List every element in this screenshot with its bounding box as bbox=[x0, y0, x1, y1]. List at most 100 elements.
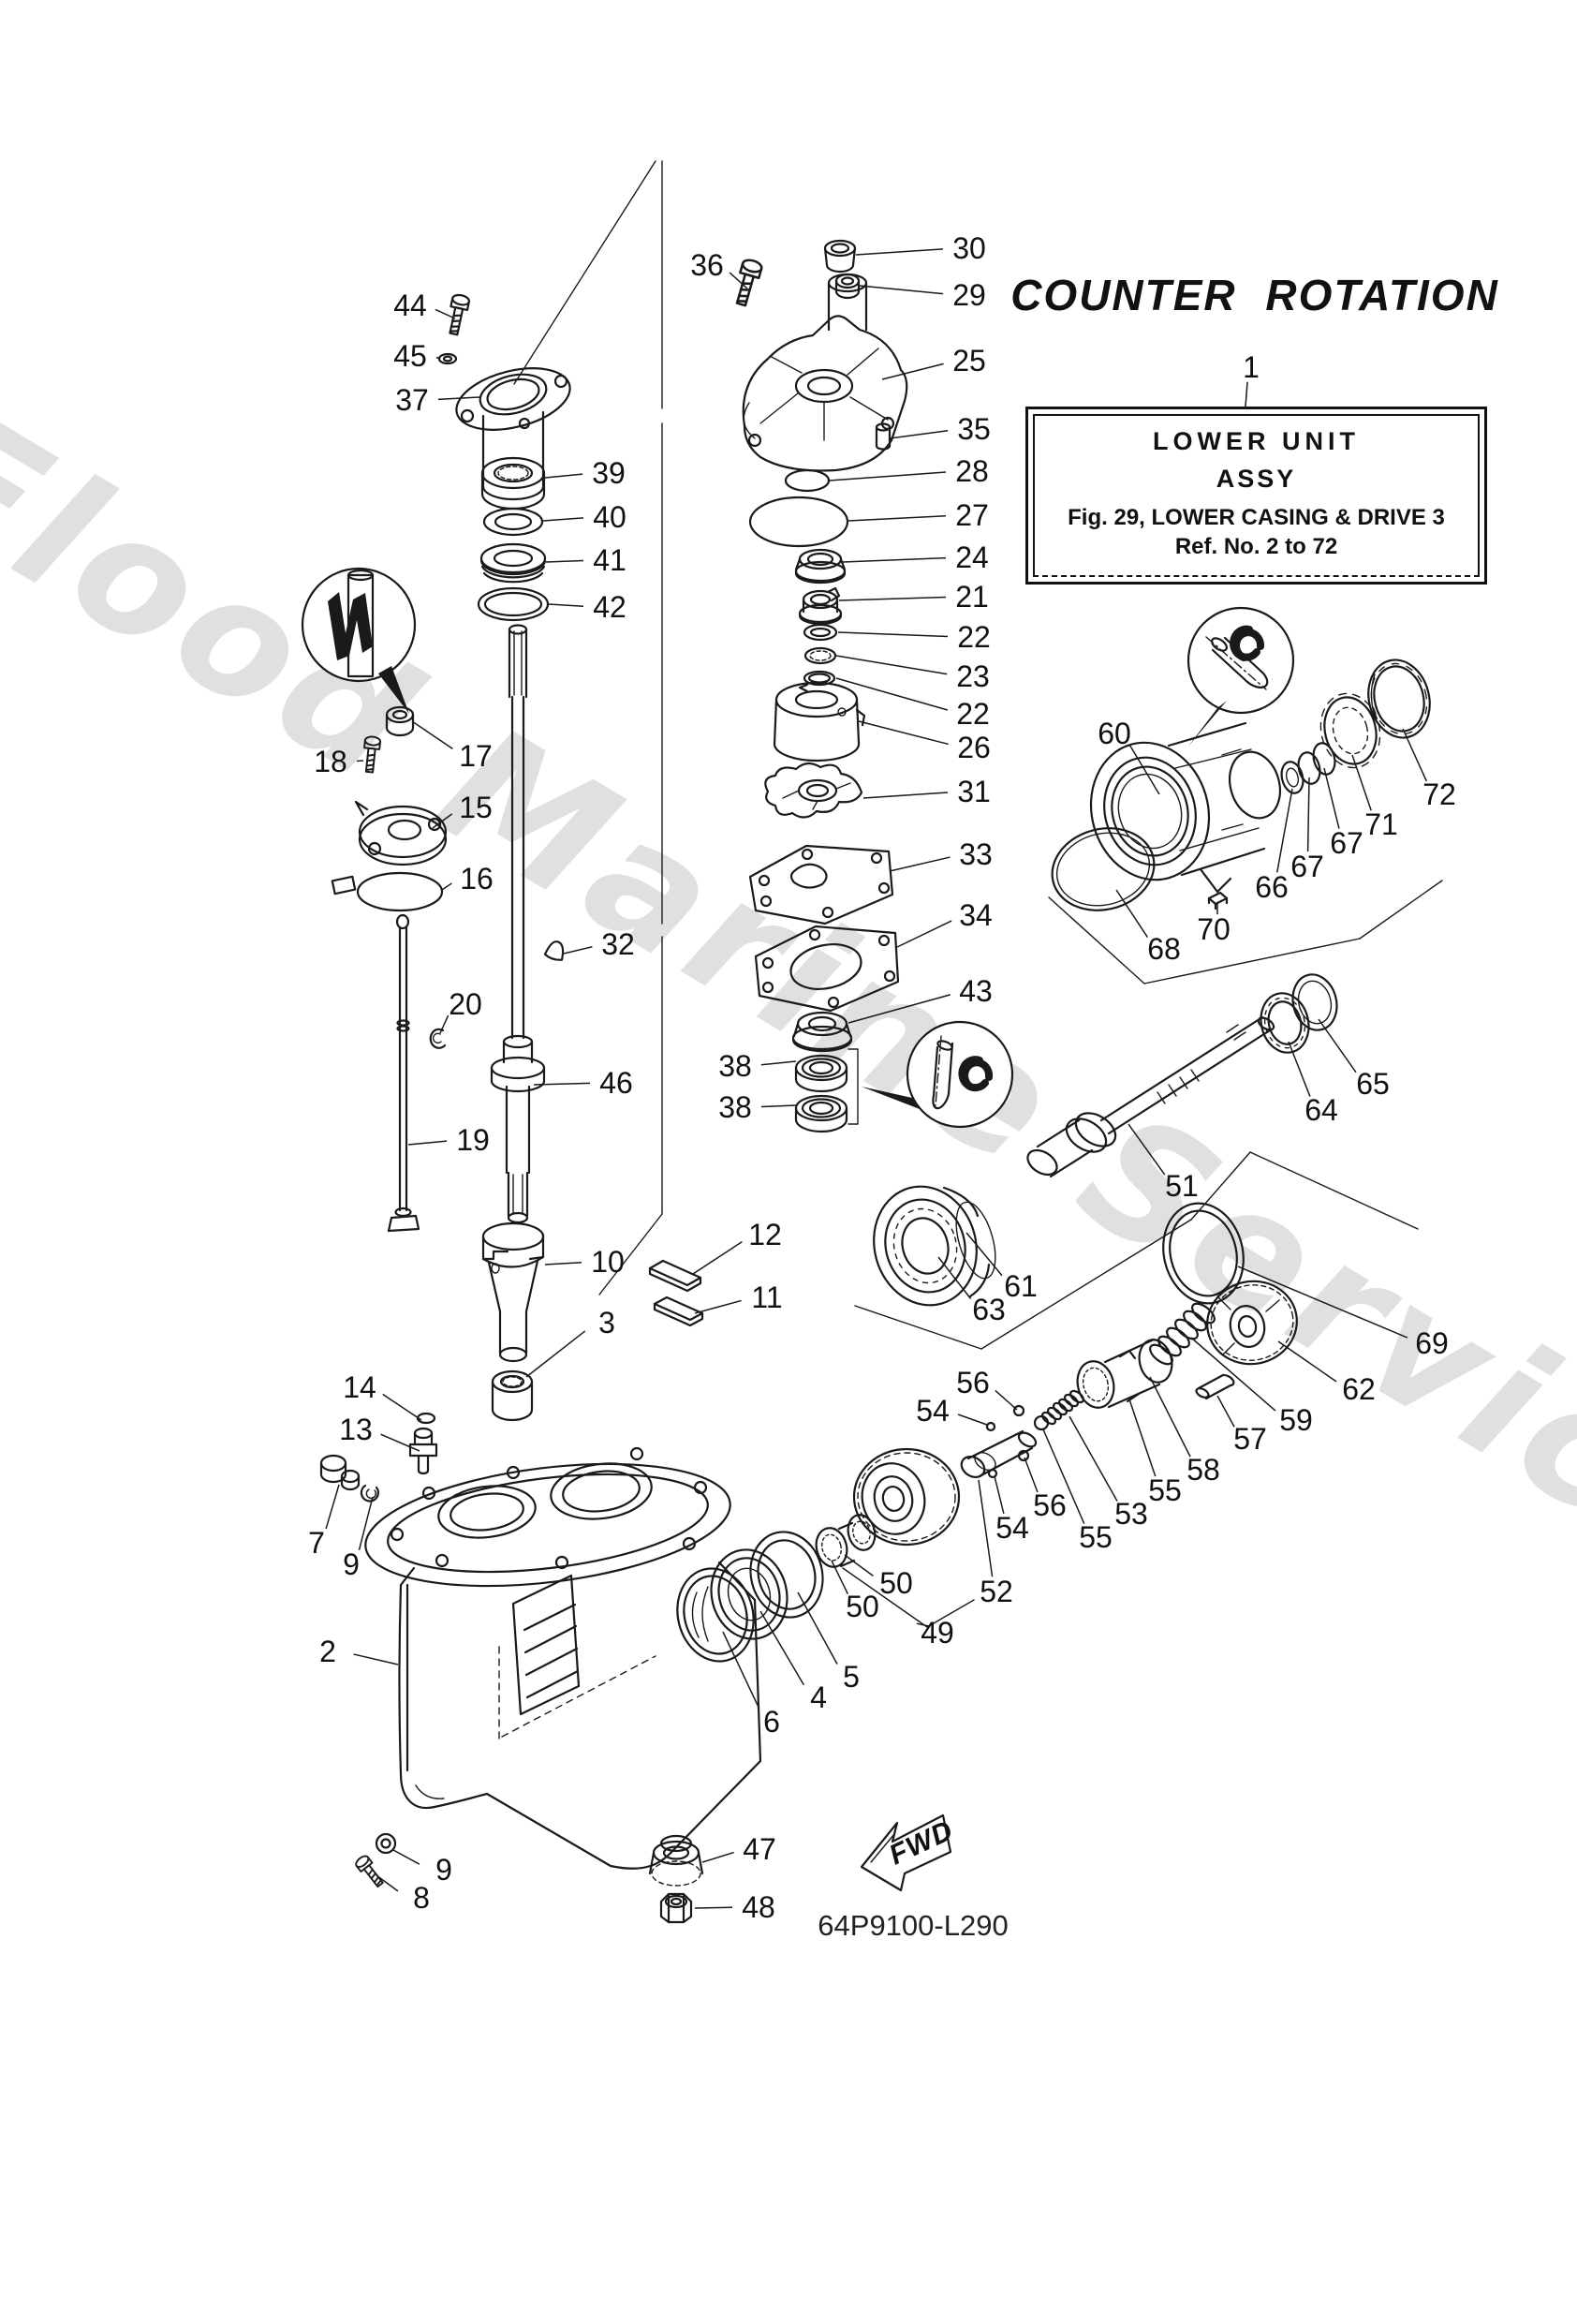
needle-bearing-39 bbox=[480, 456, 546, 511]
callout-leader-64 bbox=[1288, 1041, 1311, 1097]
callout-leader-69 bbox=[1237, 1266, 1408, 1339]
callout-leader-3 bbox=[525, 1330, 586, 1378]
part-callout-33: 33 bbox=[959, 837, 993, 871]
part-callout-6: 6 bbox=[763, 1705, 780, 1739]
part-callout-56: 56 bbox=[1033, 1488, 1067, 1522]
part-callout-15: 15 bbox=[459, 791, 493, 824]
part-callout-67: 67 bbox=[1290, 850, 1324, 883]
callout-leader-55 bbox=[1128, 1399, 1157, 1477]
key-11 bbox=[653, 1295, 704, 1327]
forward-gear-bearing-61-63 bbox=[873, 1185, 996, 1307]
part-callout-43: 43 bbox=[959, 974, 993, 1008]
part-callout-5: 5 bbox=[843, 1660, 860, 1694]
part-callout-51: 51 bbox=[1165, 1169, 1199, 1203]
washer-45 bbox=[437, 352, 458, 365]
callout-leader-12 bbox=[692, 1241, 743, 1275]
part-callout-64: 64 bbox=[1304, 1093, 1338, 1127]
part-callout-25: 25 bbox=[952, 344, 986, 377]
washer-9-top bbox=[360, 1484, 379, 1502]
callout-leader-56 bbox=[995, 1389, 1018, 1411]
part-callout-66: 66 bbox=[1255, 870, 1289, 904]
part-callout-55: 55 bbox=[1079, 1520, 1113, 1554]
bearing-carrier-60 bbox=[1089, 721, 1281, 894]
callout-leader-37 bbox=[437, 396, 480, 401]
part-callout-58: 58 bbox=[1186, 1453, 1220, 1487]
callout-leader-52 bbox=[978, 1479, 994, 1577]
detail-bubble-magnet bbox=[301, 567, 417, 714]
key-70 bbox=[1207, 891, 1229, 910]
part-callout-1: 1 bbox=[1243, 350, 1260, 384]
part-callout-45: 45 bbox=[393, 339, 427, 373]
part-callout-9: 9 bbox=[435, 1853, 452, 1887]
o-ring-16 bbox=[356, 871, 444, 912]
part-callout-47: 47 bbox=[743, 1832, 776, 1866]
impeller-31 bbox=[764, 762, 863, 819]
spline-washer-23 bbox=[803, 646, 837, 665]
part-callout-9: 9 bbox=[343, 1547, 360, 1581]
part-callout-65: 65 bbox=[1356, 1067, 1390, 1101]
callout-leader-44 bbox=[435, 308, 456, 319]
part-callout-50: 50 bbox=[846, 1590, 879, 1623]
washer-22 bbox=[803, 623, 838, 642]
collar-30 bbox=[823, 239, 857, 274]
bolt-36 bbox=[730, 257, 764, 308]
gasket-34 bbox=[754, 925, 900, 1013]
callout-leader-55 bbox=[1042, 1428, 1085, 1524]
ball-bearing-64 bbox=[1260, 992, 1310, 1054]
part-callout-52: 52 bbox=[980, 1575, 1013, 1608]
part-callout-18: 18 bbox=[314, 745, 347, 778]
callout-leader-1 bbox=[1245, 381, 1248, 407]
detail-bubble-pin-cc-2 bbox=[1186, 606, 1295, 748]
callout-leader-56 bbox=[1024, 1457, 1039, 1493]
callout-leader-40 bbox=[542, 517, 584, 522]
callout-leader-38 bbox=[760, 1060, 797, 1066]
part-callout-38: 38 bbox=[718, 1090, 752, 1124]
callout-leader-58 bbox=[1149, 1376, 1191, 1458]
oil-seal-41 bbox=[479, 542, 547, 584]
shim-67a bbox=[1297, 751, 1321, 785]
reverse-gear-62 bbox=[1206, 1280, 1298, 1366]
part-callout-35: 35 bbox=[957, 412, 991, 446]
key-washer-71 bbox=[1319, 692, 1381, 769]
part-callout-13: 13 bbox=[339, 1413, 373, 1446]
callout-leader-48 bbox=[694, 1906, 733, 1909]
callout-leader-38 bbox=[760, 1104, 797, 1108]
o-ring-42 bbox=[477, 586, 550, 622]
callout-leader-34 bbox=[894, 920, 952, 949]
callout-labels: 1234567899101112131415161718192021222322… bbox=[308, 231, 1456, 1924]
propeller-shaft-51 bbox=[1026, 1015, 1275, 1178]
ring-nut-72 bbox=[1367, 659, 1431, 739]
part-callout-54: 54 bbox=[916, 1394, 950, 1428]
part-callout-50: 50 bbox=[879, 1566, 913, 1600]
part-callout-4: 4 bbox=[810, 1680, 827, 1714]
detail-bubble-pin-cc-1 bbox=[862, 1020, 1014, 1129]
bolt-18 bbox=[361, 734, 382, 775]
driveshaft-sleeve-10 bbox=[481, 1221, 545, 1363]
part-callout-39: 39 bbox=[592, 456, 626, 490]
callout-leader-43 bbox=[847, 994, 951, 1024]
pinion-nut-48 bbox=[659, 1892, 693, 1924]
part-callout-40: 40 bbox=[593, 500, 626, 534]
callout-leader-32 bbox=[563, 945, 593, 955]
callout-leader-22 bbox=[835, 677, 949, 711]
bushing-29 bbox=[834, 273, 861, 300]
callout-leader-71 bbox=[1351, 754, 1372, 811]
spacer-5 bbox=[749, 1531, 824, 1619]
callout-leader-53 bbox=[1069, 1415, 1118, 1502]
part-callout-68: 68 bbox=[1147, 932, 1181, 966]
part-callout-7: 7 bbox=[308, 1526, 325, 1560]
callout-leader-50 bbox=[844, 1554, 874, 1576]
o-ring-28 bbox=[784, 468, 831, 493]
retaining-washer-65 bbox=[1291, 973, 1338, 1031]
part-callout-2: 2 bbox=[319, 1635, 336, 1668]
callout-leader-31 bbox=[862, 792, 949, 799]
callout-leader-25 bbox=[881, 363, 944, 380]
part-callout-22: 22 bbox=[957, 620, 991, 654]
callout-leader-59 bbox=[1190, 1337, 1276, 1412]
ball-54-upper bbox=[985, 1421, 996, 1432]
callout-leader-45 bbox=[435, 356, 441, 360]
callout-leader-8 bbox=[376, 1874, 399, 1892]
part-callout-3: 3 bbox=[598, 1306, 615, 1340]
e-clip-20 bbox=[429, 1028, 447, 1049]
